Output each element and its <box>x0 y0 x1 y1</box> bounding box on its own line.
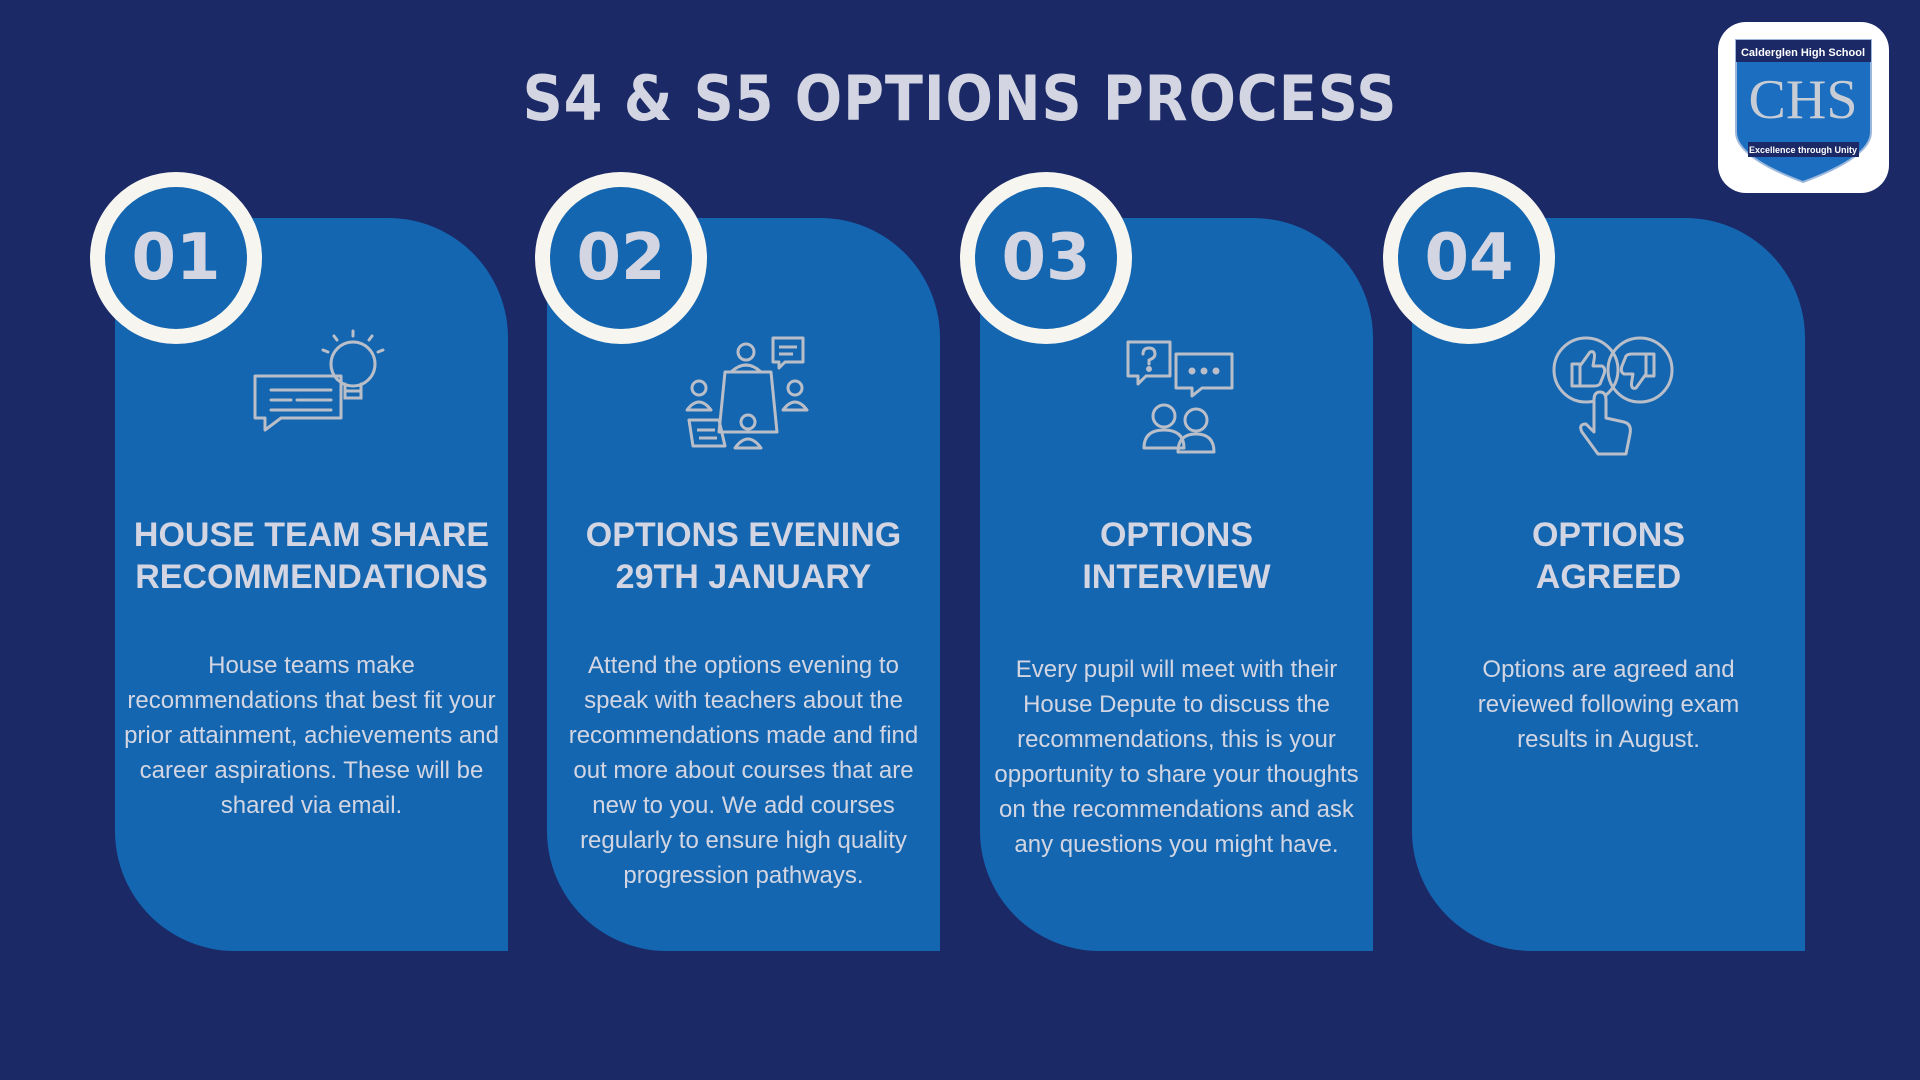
heading-line: AGREED <box>1535 558 1682 596</box>
step-description: Every pupil will meet with their House D… <box>994 656 1359 858</box>
step-number-badge: 04 <box>1383 172 1555 344</box>
meeting-table-icon <box>685 336 809 450</box>
step-heading: HOUSE TEAM SHARE RECOMMENDATIONS <box>115 514 508 598</box>
heading-line: OPTIONS <box>1531 516 1686 554</box>
step-description: Attend the options evening to speak with… <box>568 652 919 889</box>
heading-line: OPTIONS EVENING <box>585 516 902 554</box>
step-heading: OPTIONS EVENING 29TH JANUARY <box>547 514 940 598</box>
step-number-badge: 02 <box>535 172 707 344</box>
logo-monogram: CHS <box>1749 69 1858 131</box>
page-title: S4 & S5 OPTIONS PROCESS <box>522 62 1398 135</box>
heading-line: OPTIONS <box>1099 516 1254 554</box>
step-number-badge: 03 <box>960 172 1132 344</box>
heading-line: INTERVIEW <box>1082 558 1271 596</box>
people-conversation-icon <box>1126 340 1234 454</box>
step-heading: OPTIONS AGREED <box>1412 514 1805 598</box>
step-card-1: HOUSE TEAM SHARE RECOMMENDATIONS House te… <box>115 218 508 951</box>
school-logo: Calderglen High School CHS Excellence th… <box>1718 22 1889 193</box>
heading-line: 29TH JANUARY <box>615 558 872 596</box>
step-description: Options are agreed and reviewed followin… <box>1477 656 1740 753</box>
speech-bubble-lightbulb-icon <box>253 329 385 432</box>
step-heading: OPTIONS INTERVIEW <box>980 514 1373 598</box>
thumbs-up-down-icon <box>1552 336 1674 456</box>
heading-line: HOUSE TEAM SHARE <box>133 516 490 554</box>
heading-line: RECOMMENDATIONS <box>135 558 488 596</box>
logo-school-name: Calderglen High School <box>1741 47 1865 59</box>
step-description: House teams make recommendations that be… <box>124 652 499 819</box>
logo-motto: Excellence through Unity <box>1749 145 1857 155</box>
step-number-badge: 01 <box>90 172 262 344</box>
step-card-3: OPTIONS INTERVIEW Every pupil will meet w… <box>980 218 1373 951</box>
